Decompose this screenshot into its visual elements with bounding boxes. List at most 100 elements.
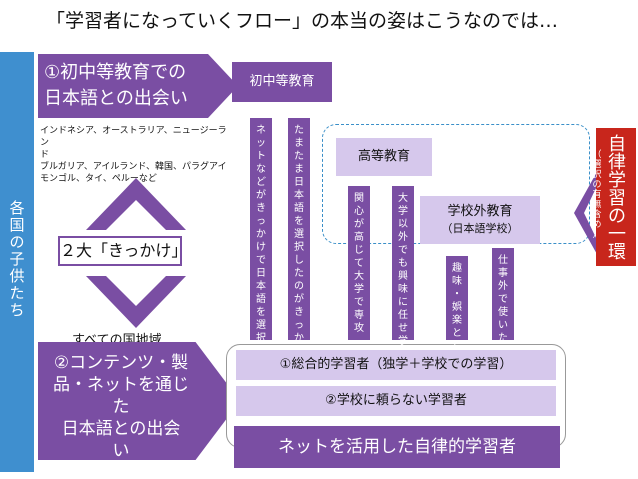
second-encounter-line4: い [112, 441, 130, 461]
vertical-char: 関 [354, 193, 364, 204]
first-encounter-label: ①初中等教育での 日本語との出会い [44, 60, 214, 112]
vertical-char: が [354, 219, 364, 230]
vertical-char: 律 [608, 152, 626, 173]
vertical-char: 趣 [452, 263, 462, 274]
vertical-char: ・ [452, 289, 462, 300]
vertical-char: 以 [398, 219, 408, 230]
page-title: 「学習者になっていくフロー」の本当の姿はこうなのでは… [46, 10, 559, 32]
down-chevron-icon [86, 276, 186, 328]
vertical-char: 大 [398, 193, 408, 204]
vertical-char: 学 [398, 206, 408, 217]
vertical-char: 選 [592, 160, 602, 170]
band-char: た [9, 284, 25, 302]
up-chevron-icon [86, 178, 186, 230]
band-char: 各 [9, 199, 25, 217]
vertical-char: 無 [592, 200, 602, 210]
vertical-char: 心 [354, 206, 364, 217]
second-encounter-line3: 日本語との出会 [61, 419, 181, 439]
interest-learning-column: 大学以外でも興味に任せ学習 [392, 186, 414, 360]
outside-school-education-box: 学校外教育 （日本語学校） [420, 196, 540, 244]
vertical-char: 本 [294, 190, 304, 201]
vertical-char: 選 [294, 229, 304, 240]
vertical-char: ッ [256, 138, 266, 149]
vertical-char: 仕 [498, 255, 508, 266]
vertical-char: が [256, 190, 266, 201]
first-encounter-line2: 日本語との出会い [44, 88, 188, 109]
vertical-char: 習 [608, 188, 626, 209]
outside-school-title: 学校外教育 [447, 204, 513, 219]
vertical-char: た [498, 333, 508, 344]
vertical-char: 日 [256, 268, 266, 279]
vertical-char: 環 [608, 242, 626, 263]
second-encounter-line1: ②コンテンツ・製 [53, 353, 189, 373]
vertical-char: の [608, 206, 626, 227]
vertical-char: せ [398, 323, 408, 334]
band-char: 国 [9, 216, 25, 234]
vertical-char: が [294, 294, 304, 305]
vertical-char: 一 [608, 224, 626, 245]
vertical-char: し [452, 341, 462, 352]
vertical-char: っ [256, 216, 266, 227]
vertical-char: し [294, 255, 304, 266]
second-encounter-arrow [38, 342, 240, 460]
vertical-char: （ [592, 150, 602, 160]
country-line4: モンゴル、タイ、ペルーなど [40, 174, 157, 184]
vertical-char: い [498, 320, 508, 331]
vertical-char: 語 [294, 203, 304, 214]
vertical-char: を [256, 307, 266, 318]
second-encounter-line2: 品・ネットを通じた [53, 375, 189, 417]
work-use-column: 仕事外で使いたい [492, 248, 514, 357]
second-encounter-label: ②コンテンツ・製 品・ネットを通じた 日本語との出会 い [46, 352, 196, 462]
vertical-char: 学 [354, 284, 364, 295]
vertical-char: き [256, 203, 266, 214]
two-triggers-box: ２大「きっかけ」 [58, 236, 187, 266]
primary-secondary-education-box: 初中等教育 [232, 62, 332, 102]
vertical-char: ま [294, 138, 304, 149]
vertical-char: 使 [498, 307, 508, 318]
vertical-char: 含 [592, 210, 602, 220]
vertical-char: ト [256, 151, 266, 162]
vertical-char: 味 [452, 276, 462, 287]
left-chevron-icon [574, 170, 598, 256]
vertical-char: 外 [498, 281, 508, 292]
vertical-char: て [354, 258, 364, 269]
vertical-char: 学 [608, 170, 626, 191]
comprehensive-learner-box: ①総合的学習者（独学＋学校での学習） [236, 350, 556, 380]
children-band-label: 各国の子供たち [0, 200, 34, 319]
autonomous-learning-box [596, 128, 636, 266]
vertical-char: で [398, 245, 408, 256]
vertical-char: で [354, 297, 364, 308]
vertical-char: 事 [498, 268, 508, 279]
hobby-column: 趣味・娯楽として [446, 256, 468, 365]
vertical-char: 興 [398, 271, 408, 282]
vertical-char: 有 [592, 190, 602, 200]
vertical-char: な [256, 164, 266, 175]
vertical-char: 娯 [452, 302, 462, 313]
vertical-char: と [452, 328, 462, 339]
higher-education-box: 高等教育 [336, 138, 432, 176]
band-char: 供 [9, 267, 25, 285]
vertical-char: で [498, 294, 508, 305]
vertical-char: た [294, 151, 304, 162]
children-band [0, 52, 34, 472]
vertical-char: 日 [294, 177, 304, 188]
first-encounter-line1: ①初中等教育での [44, 62, 187, 83]
vertical-char: に [398, 297, 408, 308]
band-char: ち [9, 301, 25, 319]
vertical-char: 択 [256, 333, 266, 344]
autonomous-learning-note: （選択の有無含め） [590, 150, 604, 240]
vertical-char: た [294, 125, 304, 136]
country-line3: ブルガリア、アイルランド、韓国、パラグアイ [40, 162, 227, 172]
vertical-char: ） [592, 230, 602, 240]
vertical-char: 高 [354, 232, 364, 243]
vertical-char: 大 [354, 271, 364, 282]
vertical-char: も [398, 258, 408, 269]
vertical-char: 専 [354, 310, 364, 321]
vertical-char: け [256, 242, 266, 253]
vertical-char: の [294, 281, 304, 292]
vertical-char: ど [256, 177, 266, 188]
non-school-learner-box: ②学校に頼らない学習者 [236, 386, 556, 416]
autonomous-learning-label: 自律学習の一環 [605, 136, 629, 262]
vertical-char: か [294, 333, 304, 344]
vertical-char: っ [294, 320, 304, 331]
